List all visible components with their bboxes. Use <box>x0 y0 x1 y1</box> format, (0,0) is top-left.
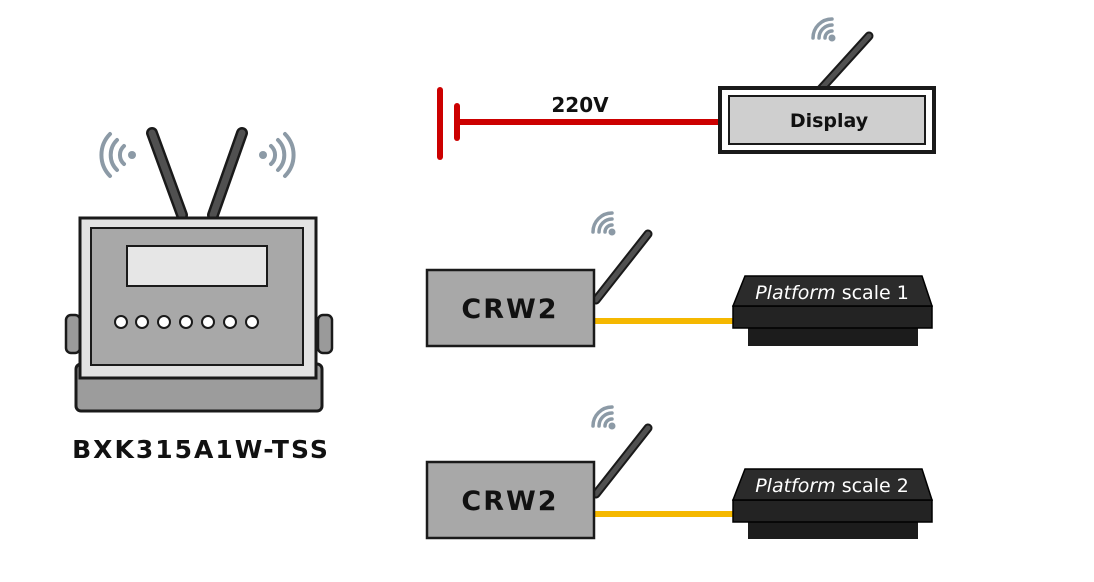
antenna-right-inner <box>209 129 246 219</box>
channel-1: CRW2 Platform scale 1 <box>425 211 934 348</box>
scale-label: Platform scale 1 <box>755 282 909 304</box>
transmitter-antenna-inner <box>593 231 651 303</box>
bracket-left <box>64 313 82 355</box>
wifi-icon <box>591 405 616 430</box>
device-button <box>157 315 171 329</box>
wifi-icon <box>591 211 616 236</box>
antenna-left-inner <box>148 129 186 219</box>
device-button <box>245 315 259 329</box>
transmitter-antenna-inner <box>593 425 651 497</box>
wifi-icon <box>811 17 836 42</box>
device-screen <box>126 245 268 287</box>
display-label: Display <box>790 110 869 132</box>
transmitter-label: CRW2 <box>461 294 558 325</box>
scale-label-italic: Platform <box>755 282 835 304</box>
scale-platform <box>731 468 934 501</box>
transmitter-box <box>425 460 596 540</box>
device-buttons <box>114 315 259 329</box>
wifi-icon <box>99 132 136 178</box>
scale-base <box>732 499 933 523</box>
scale-label-rest: scale 2 <box>836 475 909 497</box>
device-label: BXK315A1W-TSS <box>72 435 330 464</box>
transmitter-box <box>425 268 596 348</box>
device-button <box>201 315 215 329</box>
display-box-inner <box>728 95 926 145</box>
device-button <box>179 315 193 329</box>
bracket-right <box>316 313 334 355</box>
scale-base <box>732 305 933 329</box>
device-button <box>135 315 149 329</box>
scale-platform <box>731 275 934 307</box>
scale-foot <box>748 324 918 346</box>
display-antenna-inner <box>817 33 872 93</box>
device-button <box>223 315 237 329</box>
scale-label: Platform scale 2 <box>755 475 909 497</box>
scale-label-rest: scale 1 <box>836 282 909 304</box>
weighing-indicator: BXK315A1W-TSS <box>64 127 334 464</box>
scale-label-italic: Platform <box>755 475 835 497</box>
channel-2: CRW2 Platform scale 2 <box>425 405 934 540</box>
voltage-label: 220V <box>551 93 609 117</box>
device-button <box>114 315 128 329</box>
transmitter-label: CRW2 <box>461 486 558 517</box>
power-display-group: 220V Display <box>437 17 936 160</box>
wifi-icon <box>259 132 296 178</box>
